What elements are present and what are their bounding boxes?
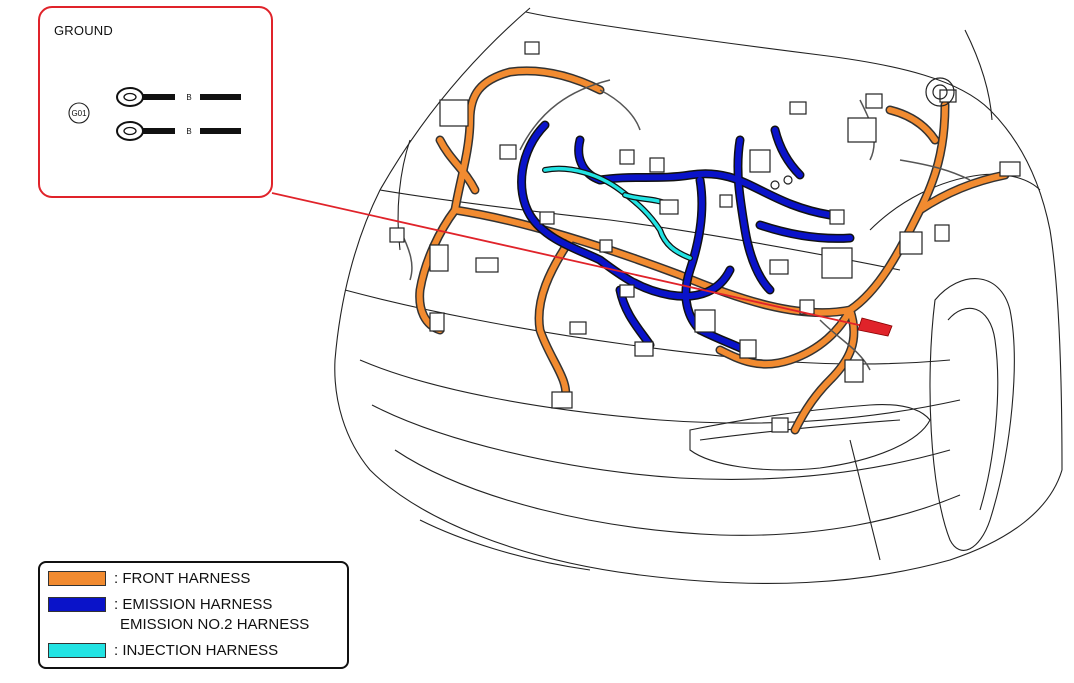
legend-label-injection: : INJECTION HARNESS [114, 642, 279, 659]
legend-item-emission-harness: : EMISSION HARNESS EMISSION NO.2 HARNESS [48, 595, 309, 635]
wire-color-label-1: B [186, 93, 191, 102]
ground-terminals: G01 B B [68, 87, 241, 141]
ground-terminal-1: B [116, 87, 241, 107]
legend-label-emission: : EMISSION HARNESS [114, 596, 273, 613]
legend-label-front: : FRONT HARNESS [114, 570, 251, 587]
ground-leader-line [271, 192, 893, 337]
legend-label-emission-no2: EMISSION NO.2 HARNESS [120, 616, 310, 633]
harness-legend: : FRONT HARNESS : EMISSION HARNESS EMISS… [38, 561, 349, 669]
legend-swatch-injection [48, 643, 106, 658]
ground-id-label: G01 [71, 109, 87, 118]
front-harness [415, 66, 1010, 435]
ground-terminal-2: B [116, 121, 241, 141]
ground-inset-panel: GROUND [38, 6, 273, 198]
legend-swatch-emission [48, 597, 106, 612]
inset-title: GROUND [54, 23, 113, 38]
legend-item-injection-harness: : INJECTION HARNESS [48, 641, 278, 661]
car-body-outline [334, 7, 1063, 584]
ground-id-badge: G01 [68, 102, 90, 124]
legend-swatch-front [48, 571, 106, 586]
wire-color-label-2: B [186, 127, 191, 136]
legend-item-front-harness: : FRONT HARNESS [48, 569, 250, 589]
connectors [389, 41, 1021, 433]
